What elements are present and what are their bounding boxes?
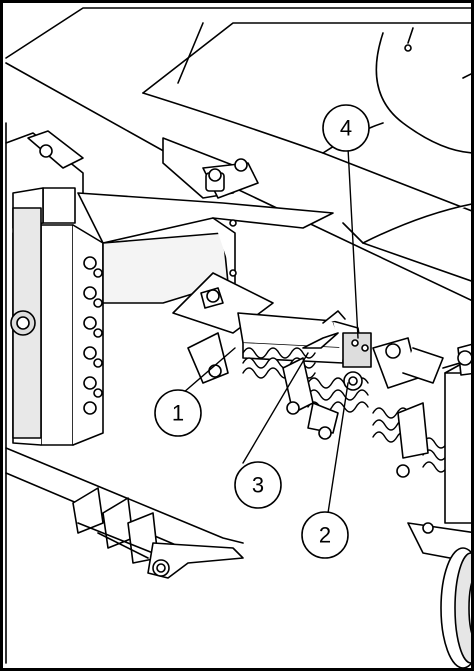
callout-3: 3 [234,461,282,509]
callout-1: 1 [154,389,202,437]
mechanical-illustration: 1 2 3 4 [5,7,471,668]
callout-4: 4 [322,104,370,152]
upper-bracket [202,158,259,199]
callout-2-label: 2 [319,523,331,548]
hitch-bracket [5,447,244,579]
callout-2: 2 [301,511,349,559]
leader-lines [182,147,359,514]
callout-3-label: 3 [252,473,264,498]
bolt-column [83,256,103,415]
side-frame [5,130,104,446]
callout-4-label: 4 [340,116,352,141]
caster-wheel [440,547,471,668]
spring-brackets [187,332,444,478]
callout-1-label: 1 [172,401,184,426]
